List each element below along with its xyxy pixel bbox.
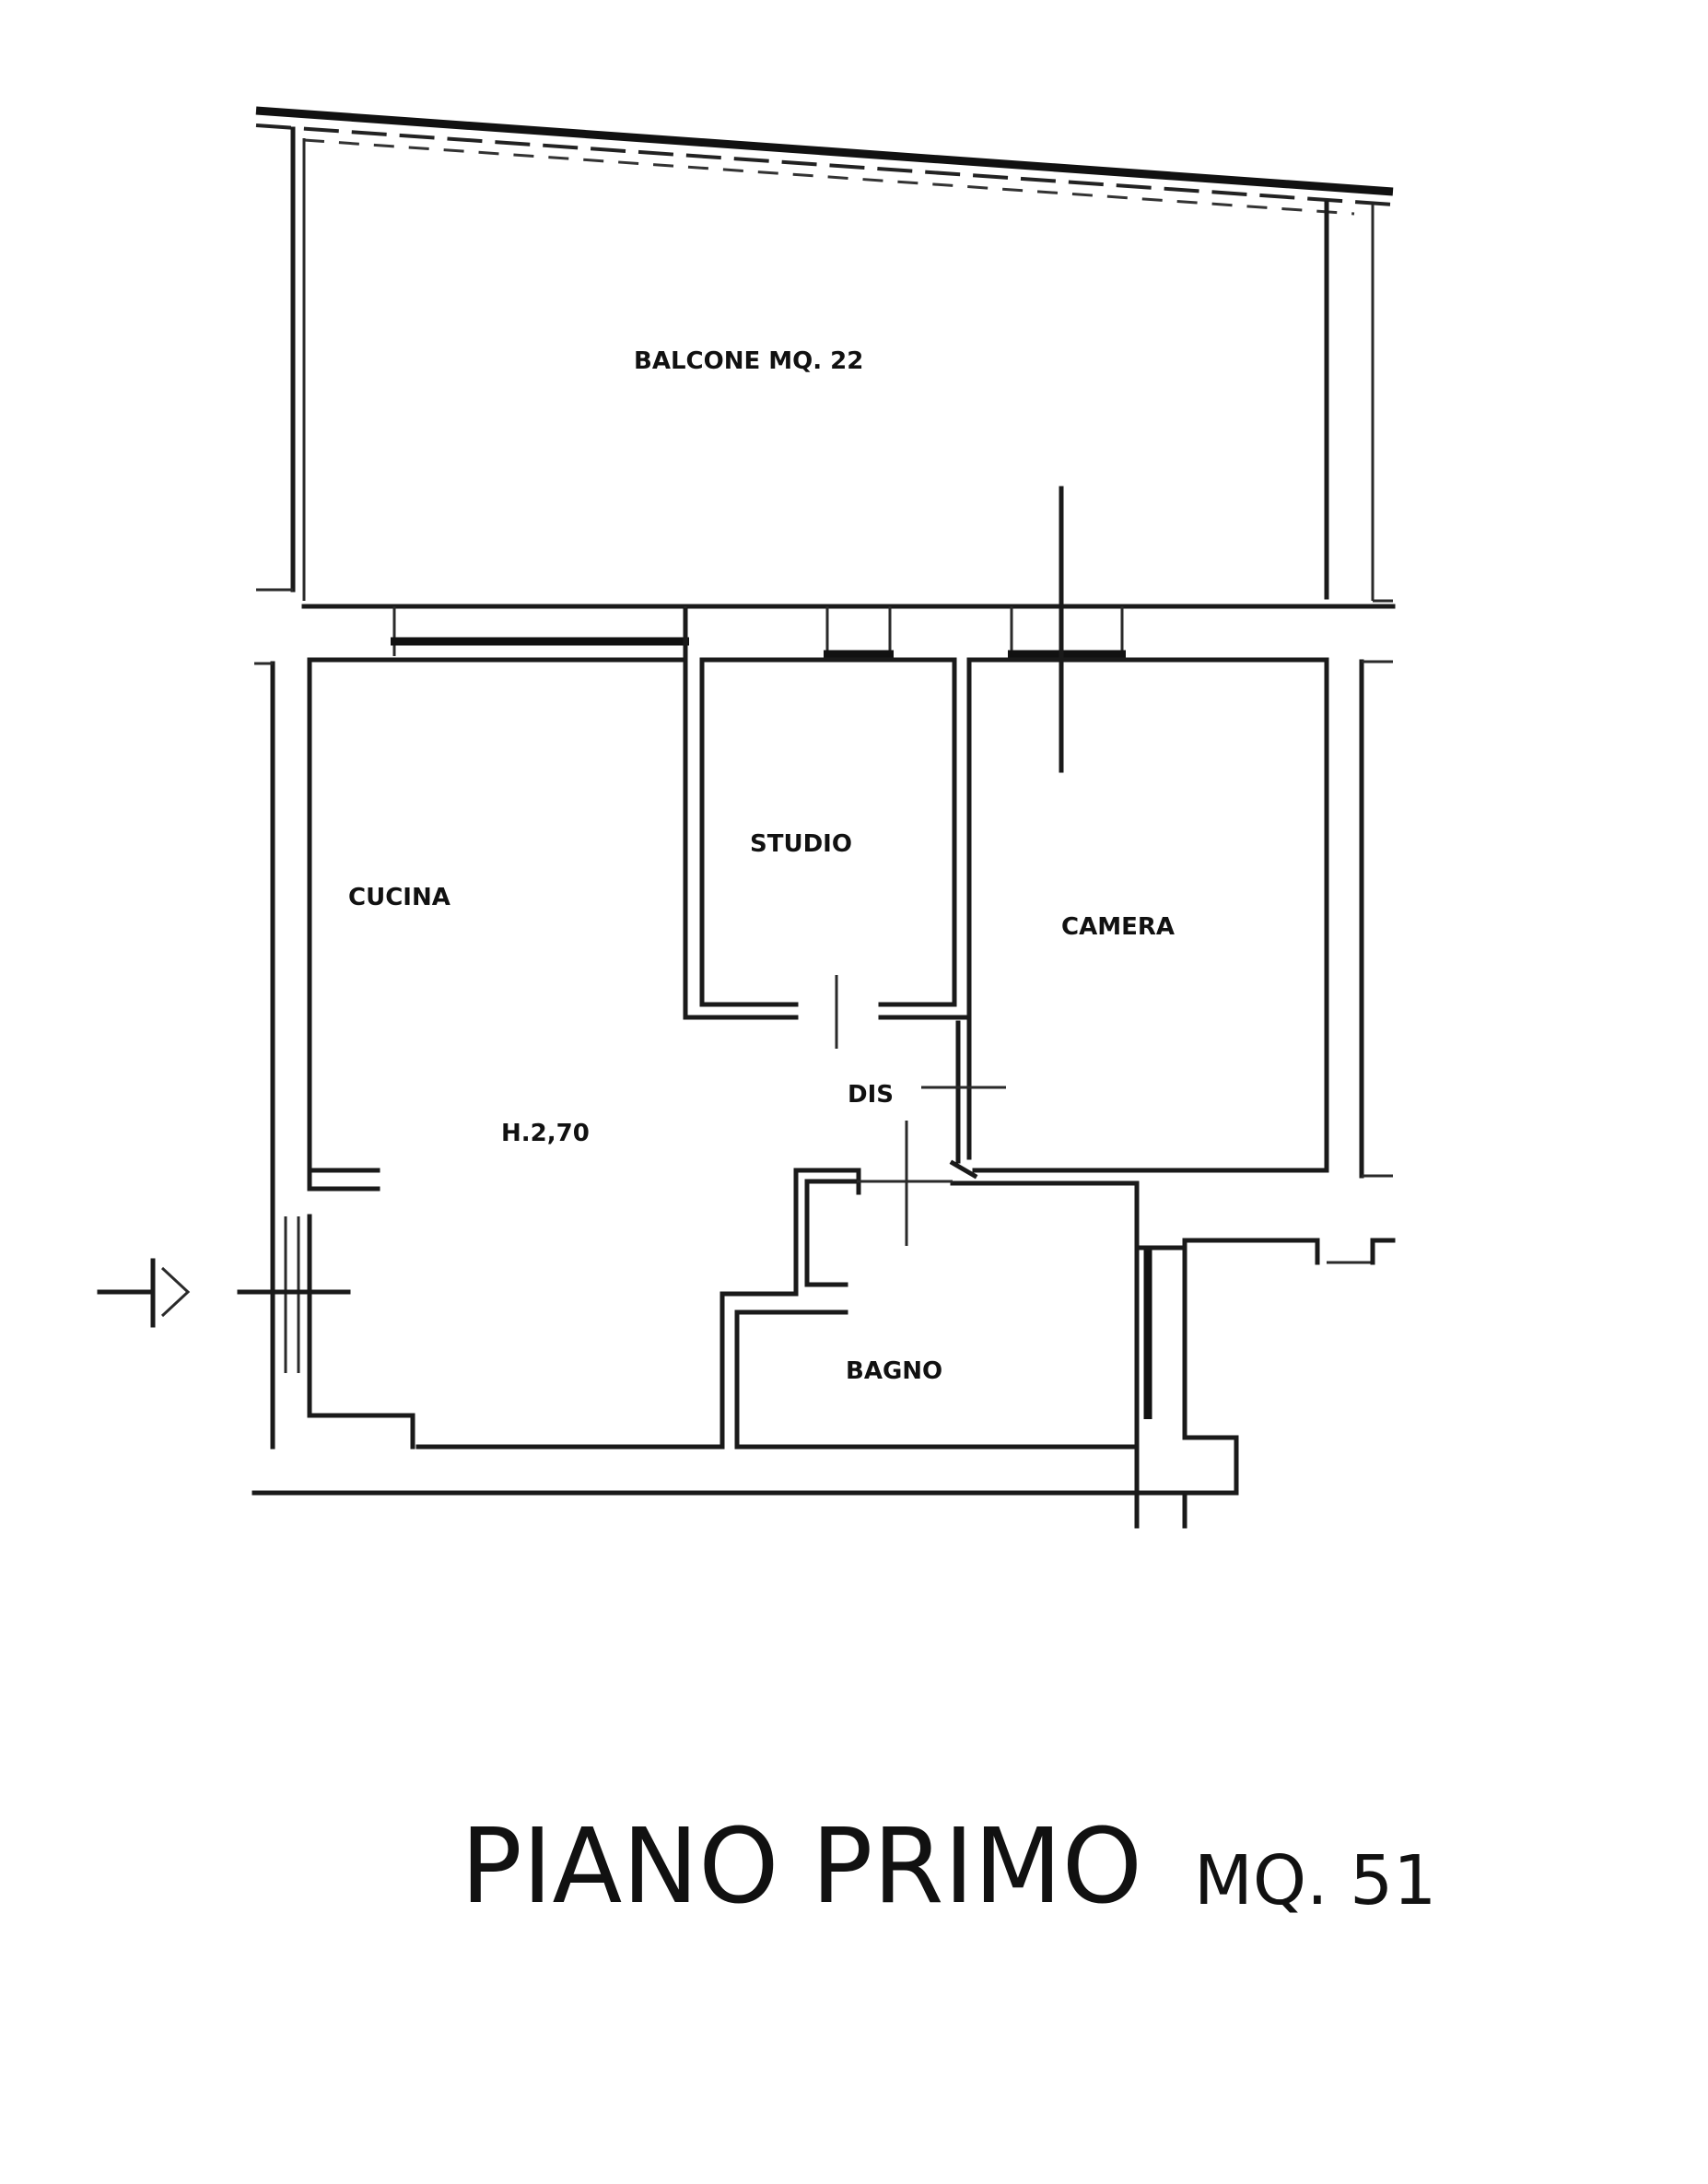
balcony-walls bbox=[256, 126, 1393, 603]
bagno-walls bbox=[719, 1168, 1140, 1496]
corridor-walls bbox=[949, 1020, 978, 1180]
room-label-studio: STUDIO bbox=[750, 830, 852, 858]
door-ticks bbox=[237, 975, 1006, 1295]
room-label-dis: DIS bbox=[848, 1081, 894, 1109]
outer-walls bbox=[252, 657, 1393, 1496]
room-label-height: H.2,70 bbox=[501, 1120, 590, 1147]
facade-openings bbox=[391, 606, 1126, 659]
room-label-cucina: CUCINA bbox=[348, 884, 450, 911]
balcony-railing bbox=[255, 106, 1394, 216]
room-label-balcone: BALCONE MQ. 22 bbox=[634, 347, 863, 375]
room-label-camera: CAMERA bbox=[1061, 913, 1175, 941]
entrance-arrow-icon bbox=[97, 1258, 191, 1328]
room-labels: BALCONE MQ. 22 STUDIO CUCINA CAMERA DIS … bbox=[348, 347, 1175, 1385]
floor-title-block: PIANO PRIMO MQ. 51 bbox=[461, 1807, 1436, 1927]
floor-title: PIANO PRIMO bbox=[461, 1807, 1142, 1927]
annex-walls bbox=[1134, 1238, 1396, 1529]
floor-area: MQ. 51 bbox=[1194, 1841, 1436, 1920]
room-label-bagno: BAGNO bbox=[846, 1357, 942, 1385]
studio-walls bbox=[683, 607, 972, 1026]
